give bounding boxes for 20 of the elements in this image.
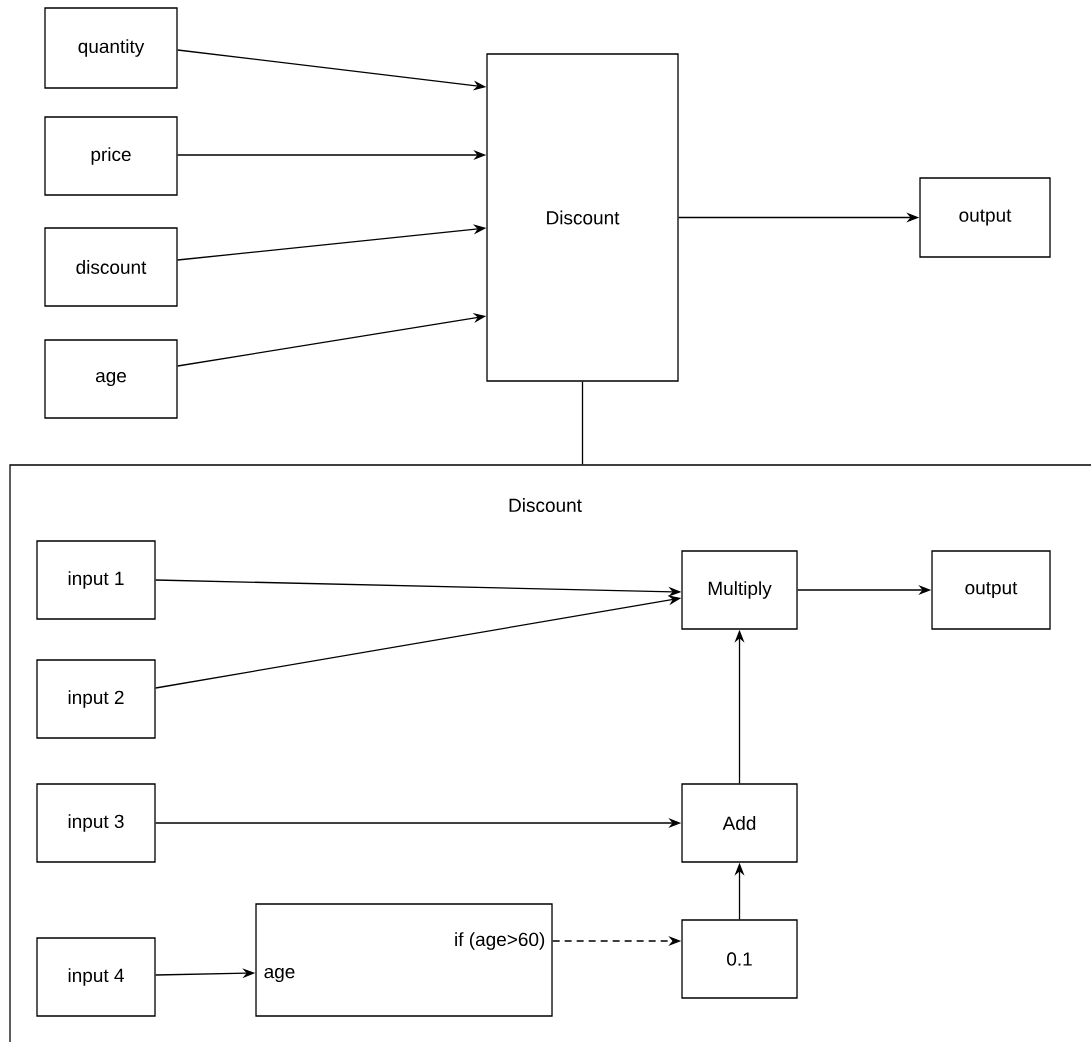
process-box: 0.1	[681, 919, 798, 999]
node-label: age	[264, 967, 295, 983]
connector-line	[581, 381, 584, 465]
process-box: Multiply	[681, 550, 798, 630]
process-box: input 3	[36, 783, 156, 863]
process-box: input 4	[36, 937, 156, 1017]
process-box: quantity	[44, 7, 178, 89]
process-box: input 1	[36, 540, 156, 620]
process-box: output	[931, 550, 1051, 630]
node-label: if (age>60)	[455, 932, 545, 950]
process-box: age	[44, 339, 178, 419]
process-box: discount	[44, 227, 178, 307]
subsystem-panel	[9, 464, 1091, 1042]
condition-box	[255, 903, 553, 1017]
process-box: price	[44, 116, 178, 196]
process-box: Add	[681, 783, 798, 863]
process-box: input 2	[36, 659, 156, 739]
block-box: Discount	[486, 53, 679, 382]
node-label: Discount	[509, 498, 582, 512]
process-box: output	[919, 177, 1051, 258]
